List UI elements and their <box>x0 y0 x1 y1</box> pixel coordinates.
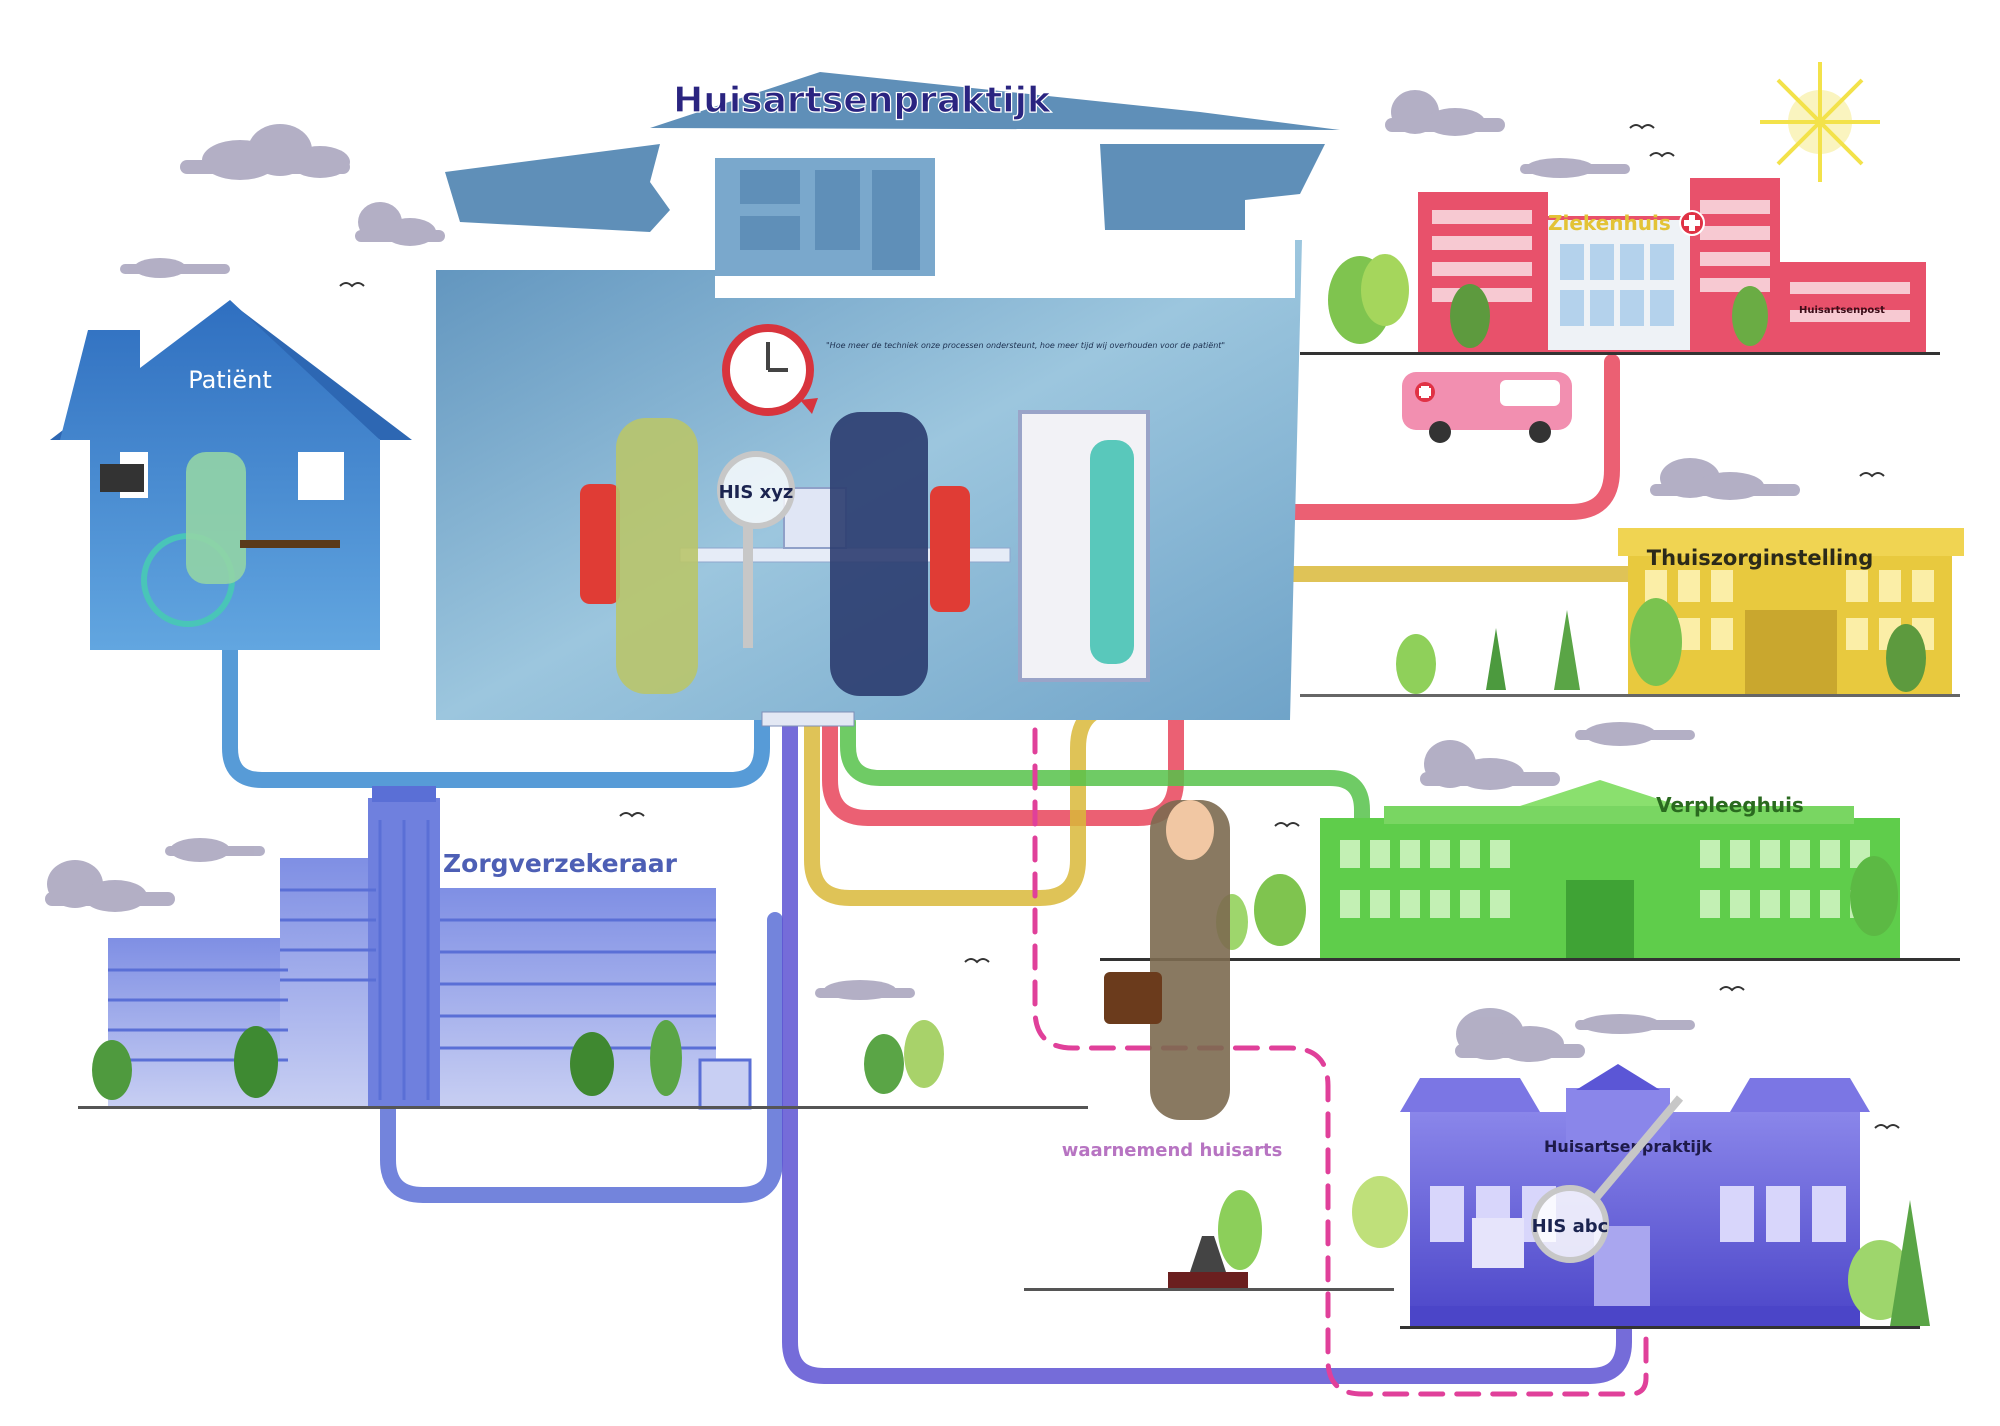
cloud <box>1575 1014 1695 1034</box>
other-practice-trees <box>1848 1200 1930 1326</box>
locum-label: waarnemend huisarts <box>1062 1140 1283 1161</box>
main-practice-window-grid <box>872 170 920 270</box>
practice-quote: "Hoe meer de techniek onze processen ond… <box>826 341 1225 350</box>
nursing-top <box>1384 806 1854 824</box>
briefcase-icon <box>1104 972 1162 1024</box>
patient-figure <box>616 418 698 694</box>
patient-desk <box>240 540 340 548</box>
other-practice: Huisartsenpraktijk HIS abc <box>1400 1064 1930 1329</box>
cloud <box>1650 458 1800 500</box>
connector-other-gp <box>782 714 1632 1384</box>
cloud <box>815 980 915 1000</box>
hospital-windows <box>1432 200 1910 322</box>
hospital-trees <box>1328 254 1768 348</box>
hospital-annex <box>1776 262 1926 352</box>
insurer-mid-block <box>280 858 376 1108</box>
cloud <box>1385 90 1505 136</box>
patient-label: Patiënt <box>188 366 272 394</box>
homecare-ground <box>1300 694 1960 697</box>
hospital-center-block <box>1544 216 1698 354</box>
locum-head <box>1166 800 1214 860</box>
receptionist-window <box>1472 1218 1524 1268</box>
nursing-label: Verpleeghuis <box>1656 793 1804 817</box>
connector-nursing <box>840 714 1370 868</box>
other-practice-dome <box>1576 1064 1660 1090</box>
homecare-label: Thuiszorginstelling <box>1647 546 1873 570</box>
sky-decorations <box>45 90 1800 1062</box>
network-hub <box>761 711 855 727</box>
birds <box>339 124 1900 1130</box>
insurer-label: Zorgverzekeraar <box>443 849 678 878</box>
doctor-figure <box>830 412 928 696</box>
fountain-icon <box>1168 1236 1248 1288</box>
nursing-pediment <box>1520 780 1680 806</box>
main-practice: Huisartsenpraktijk "Hoe meer de techniek… <box>436 72 1340 727</box>
other-practice-label: Huisartsenpraktijk <box>1544 1137 1712 1156</box>
park-ground <box>1024 1288 1394 1291</box>
huisartsenpost-label: Huisartsenpost <box>1799 305 1885 316</box>
main-practice-roof-right <box>1100 144 1325 230</box>
other-practice-right-roof <box>1730 1078 1870 1112</box>
other-practice-left-roof <box>1400 1078 1540 1112</box>
cloud <box>165 838 265 862</box>
main-practice-roof-left <box>445 144 670 232</box>
chair-right <box>930 486 970 612</box>
patient-window <box>298 452 344 500</box>
locum-figure <box>1150 800 1230 1120</box>
main-practice-window-grid <box>815 170 860 250</box>
cloud <box>355 202 445 246</box>
cloud <box>120 258 230 278</box>
red-cross-icon <box>1679 210 1705 236</box>
clock-icon <box>722 324 818 416</box>
ambulance-icon <box>1402 372 1572 443</box>
homecare-top <box>1618 528 1964 556</box>
insurer-tower-cap <box>372 786 436 802</box>
hospital: Ziekenhuis Huisartsenpost <box>1300 178 1940 443</box>
his-xyz-label: HIS xyz <box>719 482 794 503</box>
locum-gp: waarnemend huisarts <box>1024 800 1408 1291</box>
other-practice-ground <box>1400 1326 1920 1329</box>
park-trees <box>1218 1176 1408 1270</box>
hospital-label: Ziekenhuis <box>1548 211 1671 235</box>
nurse-figure <box>1090 440 1134 664</box>
cloud <box>1575 722 1695 746</box>
main-practice-roof-top <box>650 72 1340 130</box>
insurer-annex <box>698 1058 752 1110</box>
magnifier-icon <box>717 451 795 648</box>
chair-left <box>580 484 620 604</box>
cloud <box>1520 158 1630 178</box>
hospital-glass <box>1560 244 1674 326</box>
sun-icon <box>1760 62 1880 182</box>
magnifier-icon <box>1531 1095 1684 1263</box>
other-practice-base <box>1410 1306 1860 1326</box>
patient-person <box>186 452 246 584</box>
homecare-portal <box>1745 610 1837 694</box>
cloud <box>1455 1008 1585 1062</box>
patient-house: Patiënt <box>50 300 412 650</box>
homecare-trees <box>1396 598 1926 694</box>
other-practice-tower <box>1566 1088 1670 1148</box>
insurer-ground <box>78 1106 1088 1109</box>
cloud <box>180 124 350 180</box>
nursing-ground <box>1100 958 1960 961</box>
connector-patient <box>222 640 770 788</box>
main-practice-title: Huisartsenpraktijk <box>673 80 1052 121</box>
insurer-building: Zorgverzekeraar <box>78 786 1088 1110</box>
homecare-windows <box>1645 570 1934 650</box>
his-abc-label: HIS abc <box>1532 1216 1609 1237</box>
main-practice-window-grid <box>740 216 800 250</box>
floor-lamp <box>100 464 144 492</box>
nursing-entrance <box>1566 880 1634 958</box>
homecare-building: Thuiszorginstelling <box>1300 528 1964 697</box>
connector-locum <box>1032 727 1649 1397</box>
cloud <box>1420 740 1560 790</box>
hospital-ground <box>1300 352 1940 355</box>
cloud <box>45 860 175 912</box>
insurer-trees <box>92 1020 944 1100</box>
connector-insurer <box>380 912 783 1203</box>
main-practice-window-grid <box>740 170 800 204</box>
